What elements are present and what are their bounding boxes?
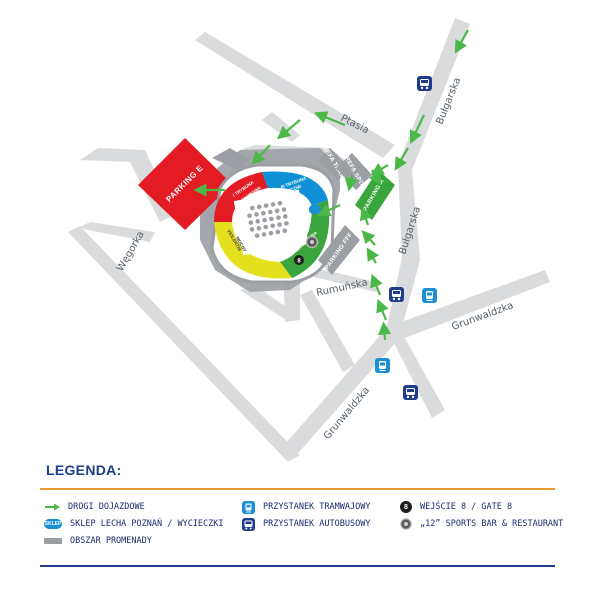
road-south-east [390, 333, 445, 418]
road-wegorka [68, 226, 300, 462]
legend-divider-top [40, 488, 555, 490]
tram-icon [422, 288, 437, 303]
green-arrow-icon [359, 206, 373, 226]
road-wegorka-spur [78, 222, 155, 242]
stand-red [214, 172, 268, 222]
road-bulgarska-north [398, 18, 470, 170]
legend-access-roads-label: DROGI DOJAZDOWE [68, 502, 145, 512]
legend-item-bus: PRZYSTANEK AUTOBUSOWY [242, 517, 370, 531]
green-arrow-icon [317, 204, 341, 217]
road-north-alley [262, 112, 300, 142]
tram-icon [375, 358, 390, 373]
legend-promenade-label: OBSZAR PROMENADY [70, 536, 152, 546]
building-strefa-sports [336, 153, 372, 190]
legend-bus-label: PRZYSTANEK AUTOBUSOWY [263, 519, 371, 529]
road-bulgarska-south [385, 165, 420, 335]
green-arrow-icon [366, 247, 380, 264]
legend-title: LEGENDA: [46, 462, 122, 478]
gate-8-number: 8 [297, 259, 301, 265]
stand-yellow [214, 222, 292, 279]
legend-tram-label: PRZYSTANEK TRAMWAJOWY [263, 502, 371, 512]
tram-icon [242, 500, 255, 514]
stadium: I TRYBUNA KLUBOWA III TRYBUNA KIBICÓW IV… [210, 163, 336, 284]
sports-bar-icon [400, 518, 412, 530]
legend-item-bar: „12” SPORTS BAR & RESTAURANT [400, 517, 563, 531]
legend: LEGENDA: DROGI DOJAZDOWE SKLEP SKLEP LEC… [40, 462, 563, 582]
transit-stops [375, 76, 437, 400]
green-arrow-icon [276, 119, 301, 140]
bus-icon [389, 287, 404, 302]
green-arrow-icon [370, 273, 383, 296]
legend-item-promenade: OBSZAR PROMENADY [44, 534, 152, 548]
green-arrow-icon [409, 114, 425, 144]
legend-shop-label: SKLEP LECHA POZNAŃ / WYCIECZKI [70, 519, 224, 529]
legend-gate-label: WEJŚCIE 8 / GATE 8 [420, 502, 513, 512]
green-arrow-icon [377, 321, 392, 341]
road-rumunska-south [300, 290, 355, 372]
green-arrow-icon [394, 147, 409, 171]
shop-marker [309, 205, 321, 214]
pitch-seating [247, 200, 289, 238]
legend-bar-label: „12” SPORTS BAR & RESTAURANT [420, 519, 564, 529]
promenade-swatch-icon [44, 538, 62, 544]
road-grunwaldzka-east [385, 270, 550, 343]
legend-item-shop: SKLEP SKLEP LECHA POZNAŃ / WYCIECZKI [44, 517, 224, 531]
access-road-arrows [193, 29, 469, 341]
legend-item-access-roads: DROGI DOJAZDOWE [44, 500, 145, 514]
bus-icon [242, 517, 255, 531]
shop-badge-icon: SKLEP [44, 519, 62, 529]
sports-bar-marker [305, 235, 319, 249]
gate-number-icon: 8 [400, 501, 412, 513]
green-arrow-icon [313, 111, 346, 127]
road-ptasia [195, 32, 395, 158]
legend-item-gate: 8 WEJŚCIE 8 / GATE 8 [400, 500, 512, 514]
green-arrow-icon [454, 29, 469, 54]
stand-green [280, 200, 330, 278]
legend-item-tram: PRZYSTANEK TRAMWAJOWY [242, 500, 370, 514]
bus-icon [417, 76, 432, 91]
bus-icon [403, 385, 418, 400]
green-arrow-icon [344, 174, 358, 192]
green-arrow-icon [376, 298, 389, 321]
gate-8-marker: 8 [294, 255, 304, 265]
green-arrow-icon [361, 230, 376, 246]
stand-blue [262, 171, 328, 206]
road-grunwaldzka-southwest [278, 330, 398, 460]
promenade-north [212, 148, 250, 170]
green-arrow-icon [45, 503, 60, 511]
legend-divider-bottom [40, 565, 555, 567]
road-stadium-south [240, 285, 290, 320]
road-north-west [80, 148, 175, 222]
green-arrow-icon [370, 162, 389, 176]
green-arrow-icon [251, 144, 271, 165]
